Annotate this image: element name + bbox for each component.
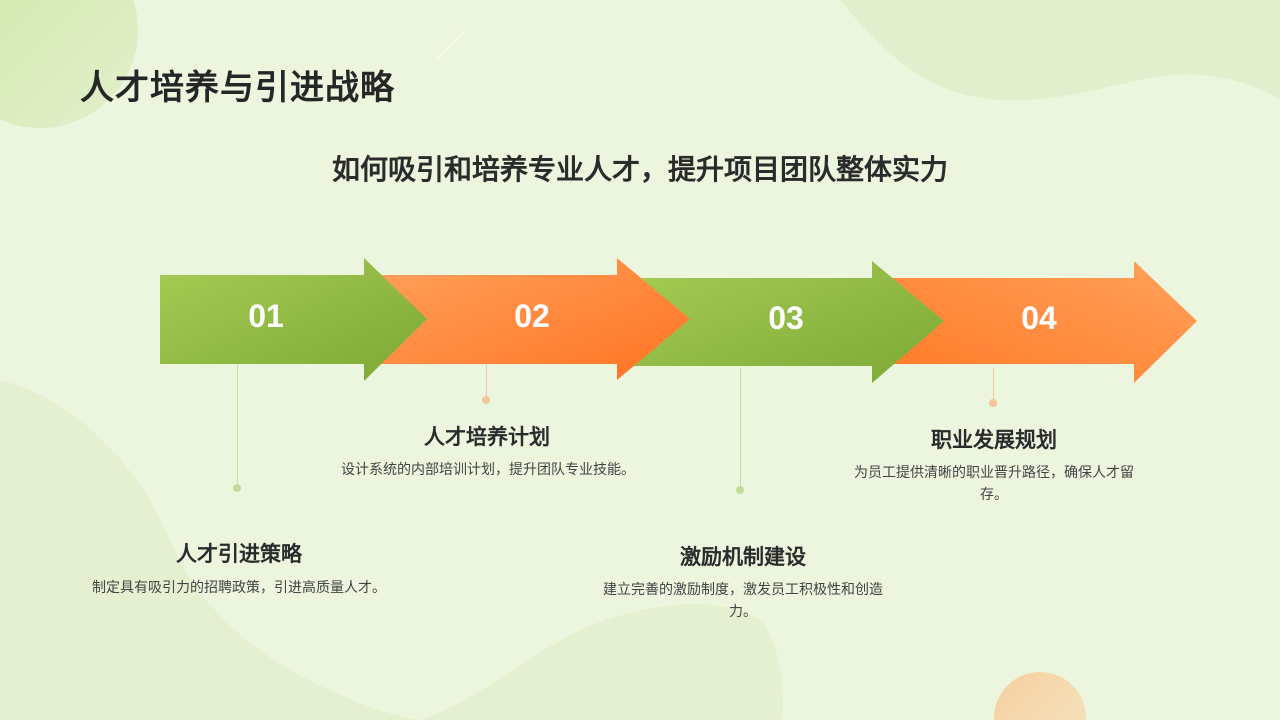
step-3-connector: [740, 368, 741, 490]
step-4-connector: [993, 368, 994, 404]
top-left-circle: [0, 0, 138, 128]
top-right-wave: [840, 0, 1280, 101]
bottom-right-peach-circle: [994, 672, 1086, 720]
step-2-arrow: [372, 258, 690, 380]
step-4-description: 为员工提供清晰的职业晋升路径，确保人才留存。: [854, 465, 1134, 503]
step-1-connector: [237, 364, 238, 488]
step-2-dot: [482, 396, 490, 404]
step-4-number: 04: [1021, 300, 1057, 336]
step-3-arrow: [630, 261, 944, 383]
bottom-left-wave: [0, 380, 420, 720]
step-3-dot: [736, 486, 744, 494]
step-2-description: 设计系统的内部培训计划，提升团队专业技能。: [341, 462, 635, 478]
step-4-dot: [989, 399, 997, 407]
step-2-number: 02: [514, 298, 550, 334]
step-1-arrow: [160, 258, 427, 381]
step-3-description: 建立完善的激励制度，激发员工积极性和创造力。: [603, 582, 883, 620]
step-1-description: 制定具有吸引力的招聘政策，引进高质量人才。: [92, 580, 386, 596]
step-1-dot: [233, 484, 241, 492]
slide-subtitle: 如何吸引和培养专业人才，提升项目团队整体实力: [331, 153, 948, 186]
step-2-connector: [486, 364, 487, 400]
step-1-title: 人才引进策略: [176, 542, 302, 566]
step-4-arrow: [885, 261, 1197, 383]
step-1-number: 01: [248, 298, 284, 334]
step-2-title: 人才培养计划: [424, 425, 550, 449]
bottom-center-wave: [420, 603, 783, 720]
slide-title: 人才培养与引进战略: [80, 68, 395, 108]
step-3-number: 03: [768, 300, 804, 336]
step-3-title: 激励机制建设: [680, 545, 806, 569]
step-4-title: 职业发展规划: [931, 428, 1057, 452]
